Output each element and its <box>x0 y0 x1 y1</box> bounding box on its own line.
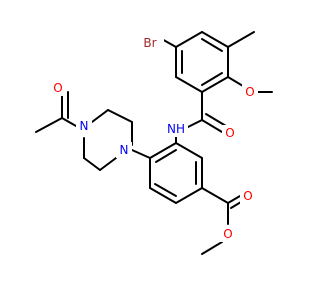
bond-ester-c <box>201 187 229 204</box>
bond-amide-co-double <box>205 113 227 127</box>
bond-n-aryl <box>131 149 151 159</box>
bond-ring1-6 <box>201 76 229 93</box>
bond-ring1-3 <box>175 31 203 48</box>
bond-ring2-1 <box>149 142 177 159</box>
bond-ring2-5 <box>149 187 177 204</box>
bond-methoxy-o <box>227 76 244 87</box>
atom-o-ester: O <box>223 227 232 241</box>
bond-pip-5 <box>83 157 101 171</box>
structure-drawing: Br O N N NH O O O O <box>35 31 273 255</box>
bond-methyl <box>227 31 255 48</box>
atom-o-acetyl: O <box>53 81 62 95</box>
bond-ring2-5d <box>154 183 177 197</box>
bond-ring1-4d <box>201 38 223 52</box>
molecule-canvas: Br O N N NH O O O O <box>35 31 273 255</box>
atom-n-piperazine-bottom: N <box>120 143 129 157</box>
bond-ester-ch3 <box>201 241 223 255</box>
atom-o-ester-carbonyl: O <box>243 189 252 203</box>
bond-nh-co <box>187 119 203 128</box>
bond-ring1-6d <box>201 72 223 86</box>
bond-acetyl-cn <box>61 117 77 127</box>
bond-ester-co-double <box>230 201 242 209</box>
bond-pip-1 <box>91 109 109 123</box>
atom-labels: Br O N N NH O O O O <box>50 35 258 242</box>
atom-n-piperazine-top: N <box>80 119 89 133</box>
bonds <box>35 31 273 255</box>
bond-pip-2 <box>107 109 133 123</box>
bond-ring2-2 <box>175 142 203 159</box>
bond-amide-co <box>201 119 223 133</box>
bond-ring2-4 <box>175 187 203 204</box>
atom-o-methoxy: O <box>245 85 254 99</box>
atom-br: Br <box>143 36 156 50</box>
bond-ring1-4 <box>201 31 229 48</box>
atom-o-amide: O <box>225 126 234 140</box>
bond-ring2-1d <box>155 149 177 163</box>
bond-acetyl-methyl <box>35 117 63 133</box>
atom-nh-amide: NH <box>167 122 185 136</box>
bond-ring1-1 <box>175 76 203 93</box>
bond-ester-co <box>227 195 241 204</box>
bond-pip-4 <box>99 157 117 171</box>
